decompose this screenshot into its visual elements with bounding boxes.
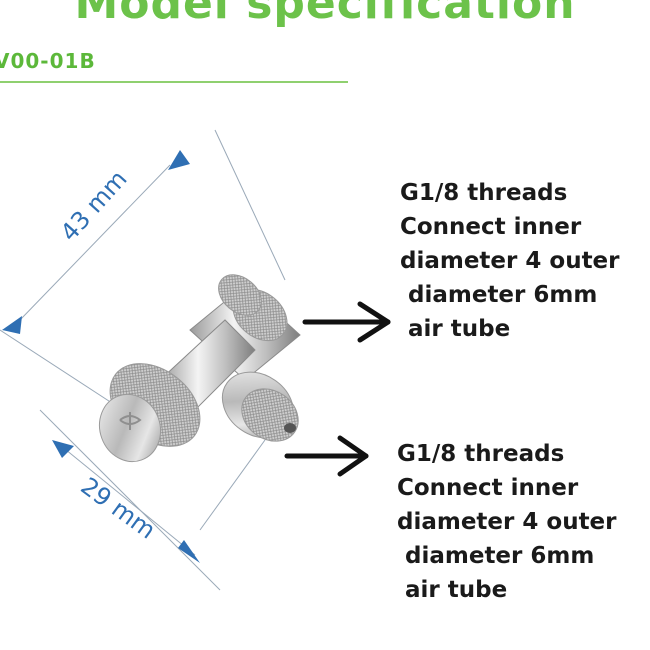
callout-line: Connect inner [400, 214, 582, 240]
extension-line-left [0, 329, 116, 406]
callout-line: G1/8 threads [397, 441, 565, 467]
callout-line: Connect inner [397, 475, 579, 501]
callout-line: G1/8 threads [400, 180, 568, 206]
arrow-right-icon [302, 301, 391, 343]
dimension-lines [0, 129, 286, 591]
callout-line: diameter 4 outer [397, 509, 617, 535]
extension-line-bottom-right [199, 439, 266, 531]
arrowhead-43-left [2, 316, 22, 334]
brass-tee-fitting [99, 274, 301, 463]
callout-line: diameter 6mm [400, 282, 598, 308]
arrowhead-43-top [168, 150, 190, 170]
logo-icon [119, 412, 142, 430]
callout-line: air tube [400, 316, 511, 342]
callout-line: diameter 4 outer [400, 248, 620, 274]
dimension-line-43 [19, 164, 171, 321]
arrowhead-29-right [178, 540, 200, 563]
callout-line: diameter 6mm [397, 543, 595, 569]
arrow-right-icon [284, 435, 369, 477]
callout-arrows [284, 301, 391, 477]
extension-line-bottom-left [39, 409, 221, 591]
callout-line: air tube [397, 577, 508, 603]
dimension-arrowheads [2, 150, 200, 563]
extension-line-top [214, 129, 286, 281]
callout-top: G1/8 threads Connect inner diameter 4 ou… [400, 176, 620, 346]
side-port-hole [284, 423, 296, 433]
callout-bottom: G1/8 threads Connect inner diameter 4 ou… [397, 437, 617, 607]
top-knurled-ring [218, 274, 262, 316]
page-title: Model specification [74, 0, 576, 29]
arrowhead-29-left [52, 440, 74, 458]
dimension-line-29 [59, 444, 196, 556]
title-underline [0, 81, 348, 83]
model-number: V00-01B [0, 49, 96, 73]
